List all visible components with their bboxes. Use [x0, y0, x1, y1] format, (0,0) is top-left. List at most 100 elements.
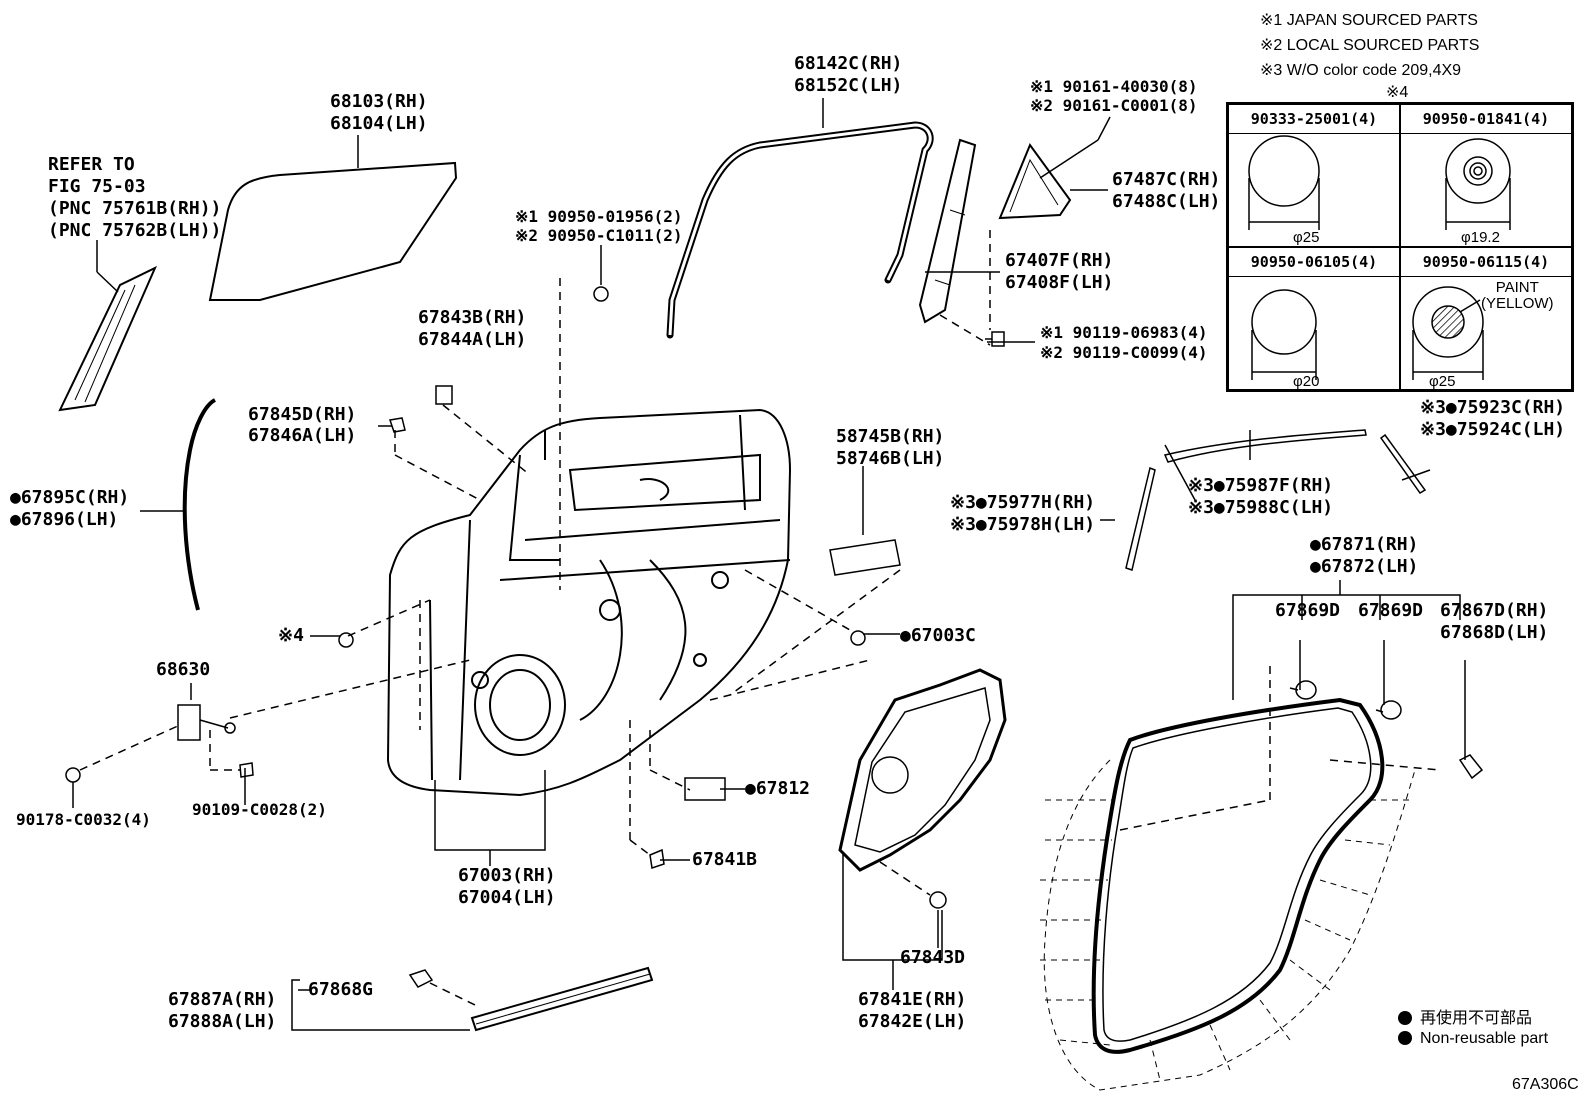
part-label-67812: ●67812 [745, 778, 811, 799]
part-label-67843d: 67843D [900, 947, 966, 968]
moulding-75923c [1379, 433, 1427, 495]
part-label-67843b: 67843B(RH) [418, 307, 527, 328]
part-label-67869d-b: 67869D [1358, 600, 1424, 621]
service-hole-cover [838, 668, 1007, 872]
refer-label-3: (PNC 75761B(RH)) [48, 198, 222, 219]
part-label-67869d-a: 67869D [1275, 600, 1341, 621]
part-label-90178: 90178-C0032(4) [16, 810, 151, 829]
part-label-67003: 67003(RH) [458, 865, 556, 886]
weatherstrip-67895c [182, 398, 217, 611]
clip-67869d-a [1289, 680, 1317, 700]
fastener-diameter: φ20 [1293, 373, 1320, 390]
patch-67812 [684, 777, 726, 801]
paint-color: (YELLOW) [1481, 295, 1554, 312]
refer-label-2: FIG 75-03 [48, 176, 146, 197]
clip-90950 [593, 286, 609, 302]
fastener-diameter: φ19.2 [1461, 229, 1500, 246]
fastener-diameter: φ25 [1293, 229, 1320, 246]
clip-67868g [408, 969, 434, 988]
part-label-75923c: ※3●75923C(RH) [1420, 397, 1566, 418]
part-label-67888a: 67888A(LH) [168, 1011, 277, 1032]
hinge-68630 [177, 704, 236, 741]
part-label-67867d: 67867D(RH) [1440, 600, 1549, 621]
bullet-icon [1398, 1011, 1412, 1025]
fastener-part-number: 90333-25001(4) [1229, 105, 1399, 134]
clip-67841b [649, 848, 665, 869]
part-label-67887a: 67887A(RH) [168, 989, 277, 1010]
part-label-75987f: ※3●75987F(RH) [1188, 475, 1334, 496]
part-label-67407f: 67407F(RH) [1005, 250, 1114, 271]
paint-text: PAINT [1495, 279, 1539, 296]
moulding-75977h [1125, 466, 1156, 571]
plug-star4 [338, 632, 354, 648]
belt-moulding-75987f [1163, 429, 1367, 463]
part-label-90109: 90109-C0028(2) [192, 800, 327, 819]
part-label-58746b: 58746B(LH) [836, 448, 945, 469]
part-label-75924c: ※3●75924C(LH) [1420, 419, 1566, 440]
paint-label: PAINT (YELLOW) [1481, 280, 1554, 312]
part-label-67841e: 67841E(RH) [858, 989, 967, 1010]
clip-67845d [389, 417, 406, 433]
bolt-90109 [239, 762, 254, 778]
part-label-67895c: ●67895C(RH) [10, 487, 130, 508]
pillar-garnish [58, 265, 158, 412]
part-label-star4: ※4 [278, 625, 304, 646]
legend-en-text: Non-reusable part [1420, 1030, 1549, 1047]
part-label-90119-c0099: ※2 90119-C0099(4) [1040, 343, 1208, 362]
legend-jp: 再使用不可部品 [1398, 1004, 1532, 1028]
part-label-68104: 68104(LH) [330, 113, 428, 134]
fastener-part-number: 90950-01841(4) [1401, 105, 1571, 134]
part-label-67842e: 67842E(LH) [858, 1011, 967, 1032]
nut-90178 [65, 767, 81, 783]
door-glass [208, 161, 458, 301]
clip-67867d [1458, 754, 1484, 780]
part-label-58745b: 58745B(RH) [836, 426, 945, 447]
fastener-table: 90333-25001(4) φ25 90950-01841(4) φ19.2 … [1226, 102, 1574, 392]
bullet-icon [1398, 1031, 1412, 1045]
door-weatherstrip-67871 [1091, 697, 1385, 1054]
door-shell [386, 408, 792, 797]
lower-moulding-67887a [470, 966, 654, 1032]
note-japan-sourced: ※1 JAPAN SOURCED PARTS [1260, 12, 1478, 29]
part-label-67872: ●67872(LH) [1310, 556, 1419, 577]
part-label-67003c: ●67003C [900, 625, 976, 646]
clip-67843d [929, 891, 947, 909]
glass-run [666, 121, 934, 339]
part-label-67896: ●67896(LH) [10, 509, 119, 530]
part-label-90161-40030: ※1 90161-40030(8) [1030, 77, 1198, 96]
part-label-67868g: 67868G [308, 979, 374, 1000]
fastener-drawings [1248, 135, 1511, 380]
quarter-glass [998, 142, 1072, 220]
legend-jp-text: 再使用不可部品 [1420, 1010, 1533, 1027]
bolt-90119 [985, 331, 1005, 347]
part-label-67868d: 67868D(LH) [1440, 622, 1549, 643]
fastener-diameter: φ25 [1429, 373, 1456, 390]
part-label-68142c: 68142C(RH) [794, 53, 903, 74]
part-label-90950-c1011: ※2 90950-C1011(2) [515, 226, 683, 245]
fastener-part-number: 90950-06115(4) [1401, 248, 1571, 277]
part-label-90119-06983: ※1 90119-06983(4) [1040, 323, 1208, 342]
nut-67003c [850, 630, 866, 646]
part-label-68152c: 68152C(LH) [794, 75, 903, 96]
part-label-67871: ●67871(RH) [1310, 534, 1419, 555]
legend-en: Non-reusable part [1398, 1030, 1548, 1048]
patch-58745b [829, 539, 901, 576]
part-label-67841b: 67841B [692, 849, 758, 870]
part-label-67844a: 67844A(LH) [418, 329, 527, 350]
part-label-67408f: 67408F(LH) [1005, 272, 1114, 293]
part-label-67488c: 67488C(LH) [1112, 191, 1221, 212]
fastener-table-title: ※4 [1386, 84, 1409, 101]
diagram-id: 67A306C [1512, 1076, 1579, 1093]
part-label-90950-01956: ※1 90950-01956(2) [515, 207, 683, 226]
leader-lines [72, 98, 1466, 1031]
part-label-67004: 67004(LH) [458, 887, 556, 908]
note-color-code: ※3 W/O color code 209,4X9 [1260, 62, 1462, 79]
fastener-cell-1: 90333-25001(4) φ25 [1228, 104, 1400, 247]
refer-label-4: (PNC 75762B(LH)) [48, 220, 222, 241]
note-local-sourced: ※2 LOCAL SOURCED PARTS [1260, 37, 1480, 54]
part-label-67845d: 67845D(RH) [248, 404, 357, 425]
bracket-67843b [435, 385, 453, 405]
part-label-75977h: ※3●75977H(RH) [950, 492, 1096, 513]
part-label-75978h: ※3●75978H(LH) [950, 514, 1096, 535]
fastener-part-number: 90950-06105(4) [1229, 248, 1399, 277]
